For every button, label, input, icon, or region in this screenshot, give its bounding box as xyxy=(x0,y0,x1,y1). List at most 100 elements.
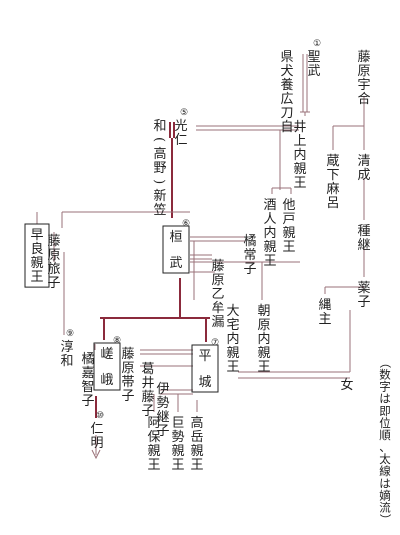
reign-number-badge: ⑨ xyxy=(66,329,74,339)
name-glyph: 養 xyxy=(280,77,293,93)
name-glyph: 親 xyxy=(293,162,306,177)
name-glyph: 戸 xyxy=(282,212,295,227)
name-glyph: 勢 xyxy=(171,430,184,445)
person-onna: 女 xyxy=(340,377,353,393)
name-glyph: 岳 xyxy=(190,430,203,445)
name-glyph: 原 xyxy=(257,318,270,333)
name-glyph: 王 xyxy=(30,270,43,285)
name-glyph: 笠 xyxy=(153,203,166,218)
person-tanetsugu: 種継 xyxy=(357,223,370,253)
name-glyph: 内 xyxy=(226,331,239,347)
name-glyph: 内 xyxy=(263,225,276,241)
name-glyph: 桓 xyxy=(169,230,182,245)
name-glyph: 藤 xyxy=(141,390,154,405)
reign-number-badge: ⑩ xyxy=(96,411,104,421)
name-glyph: 子 xyxy=(156,424,169,439)
name-glyph: 聖 xyxy=(307,50,320,65)
name-glyph: 流 xyxy=(379,500,391,514)
name-glyph: 即 xyxy=(379,404,391,418)
name-glyph: 阿 xyxy=(147,416,160,431)
reign-number-badge: ⑧ xyxy=(113,336,121,346)
name-glyph: 智 xyxy=(81,380,94,395)
name-glyph: 王 xyxy=(282,240,295,255)
person-kusuko: 薬子 xyxy=(357,281,370,310)
reign-number-badge: ① xyxy=(313,39,321,49)
emperor-box xyxy=(162,225,190,274)
name-glyph: 早 xyxy=(30,228,43,243)
name-glyph: 野 xyxy=(153,161,166,176)
emperor-box xyxy=(191,344,219,393)
name-glyph: 朝 xyxy=(257,304,270,319)
name-glyph: 葛 xyxy=(141,362,154,377)
name-glyph: 成 xyxy=(357,168,370,183)
connector-lines xyxy=(36,54,365,460)
name-glyph: 王 xyxy=(190,458,203,473)
reign-number-badge: ⑦ xyxy=(211,338,219,348)
name-glyph: 高 xyxy=(153,146,166,162)
person-niikasa: 和(高野)新笠 xyxy=(151,119,166,218)
name-glyph: 子 xyxy=(243,262,256,277)
name-glyph: 乙 xyxy=(211,287,224,302)
name-labels: 藤原宇合清成蔵下麻呂種継薬子縄主女①聖武県犬養広刀自井上内親王他戸親王酒人内親王… xyxy=(24,39,392,525)
name-glyph: 明 xyxy=(90,436,103,451)
name-glyph: 仁 xyxy=(174,133,187,148)
name-glyph: は xyxy=(379,392,391,406)
emperor-box xyxy=(24,223,50,288)
name-glyph: 合 xyxy=(357,92,370,107)
person-kanmu: 桓武 xyxy=(169,230,182,271)
name-glyph: 王 xyxy=(293,176,306,191)
name-glyph: 縄 xyxy=(318,298,331,313)
name-glyph: 太 xyxy=(379,452,391,466)
name-glyph: 原 xyxy=(47,248,60,263)
name-glyph: （ xyxy=(378,357,392,369)
name-glyph: 伊 xyxy=(156,382,169,397)
person-saga: 嵯峨 xyxy=(100,347,113,388)
name-glyph: 原 xyxy=(121,361,134,376)
reign-number-badge: ⑥ xyxy=(182,219,190,229)
name-glyph: ) xyxy=(151,179,166,184)
name-glyph: 宇 xyxy=(357,78,370,93)
name-glyph: 漏 xyxy=(211,314,224,330)
person-ninmyo: 仁明 xyxy=(90,422,103,451)
name-glyph: 子 xyxy=(357,295,370,310)
name-glyph: ( xyxy=(151,137,166,142)
name-glyph: 王 xyxy=(226,360,239,375)
name-glyph: 子 xyxy=(47,276,60,291)
name-glyph: 呂 xyxy=(326,196,339,211)
name-glyph: 子 xyxy=(141,404,154,419)
name-glyph: 継 xyxy=(156,410,169,425)
name-glyph: 人 xyxy=(263,212,276,227)
name-glyph: 種 xyxy=(357,223,370,239)
name-glyph: 継 xyxy=(357,238,370,253)
name-glyph: 勢 xyxy=(156,396,169,411)
name-glyph: 子 xyxy=(121,389,134,404)
name-glyph: 井 xyxy=(293,120,306,135)
reign-number-badge: ⑤ xyxy=(180,108,188,118)
name-glyph: 犬 xyxy=(280,64,293,79)
name-glyph: 王 xyxy=(147,458,160,473)
name-glyph: 下 xyxy=(326,168,339,183)
name-glyph: 嘉 xyxy=(81,366,94,381)
name-glyph: 常 xyxy=(243,248,256,263)
name-glyph: 牟 xyxy=(211,301,224,316)
name-glyph: 字 xyxy=(379,380,391,394)
descent-arrow-icon xyxy=(91,449,101,460)
name-glyph: 薬 xyxy=(357,281,370,296)
name-glyph: 他 xyxy=(282,198,295,213)
name-glyph: 原 xyxy=(211,273,224,288)
name-glyph: 内 xyxy=(257,331,270,347)
